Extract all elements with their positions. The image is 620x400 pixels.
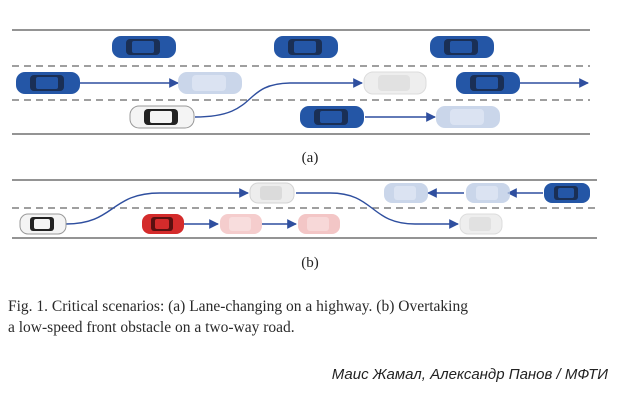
car-blue (430, 36, 494, 58)
subfigure-label-b: (b) (301, 255, 319, 271)
highway-road (12, 29, 590, 135)
car-blue (300, 106, 364, 128)
arrow-merge-back (296, 192, 459, 229)
car-blue (16, 72, 80, 94)
figure-caption: Fig. 1. Critical scenarios: (a) Lane-cha… (8, 296, 612, 338)
caption-line-1: Fig. 1. Critical scenarios: (a) Lane-cha… (8, 298, 468, 315)
highway-arrows (80, 78, 589, 122)
car-white (129, 105, 195, 129)
two-way-arrows (65, 188, 543, 229)
car-blue (112, 36, 176, 58)
car-white-faded (363, 71, 427, 95)
car-white-faded (249, 182, 295, 204)
highway-cars (16, 36, 520, 129)
car-red-faded (220, 214, 262, 234)
car-blue-faded (384, 183, 428, 203)
two-way-road (12, 179, 597, 239)
two-way-cars (19, 182, 590, 235)
car-blue-faded (466, 183, 510, 203)
car-red-faded (298, 214, 340, 234)
car-blue-faded (436, 106, 500, 128)
car-red (142, 214, 184, 234)
car-blue (274, 36, 338, 58)
car-blue (544, 183, 590, 203)
author-credit: Маис Жамал, Александр Панов / МФТИ (331, 366, 608, 383)
scenario-diagram (12, 29, 597, 239)
arrow-lane-change (194, 78, 363, 118)
caption-line-2: a low-speed front obstacle on a two-way … (8, 319, 295, 336)
car-blue (456, 72, 520, 94)
car-white (19, 213, 67, 235)
subfigure-label-a: (a) (301, 150, 319, 166)
car-blue-faded (178, 72, 242, 94)
arrow-overtake (65, 188, 249, 225)
car-white-faded (459, 213, 503, 235)
